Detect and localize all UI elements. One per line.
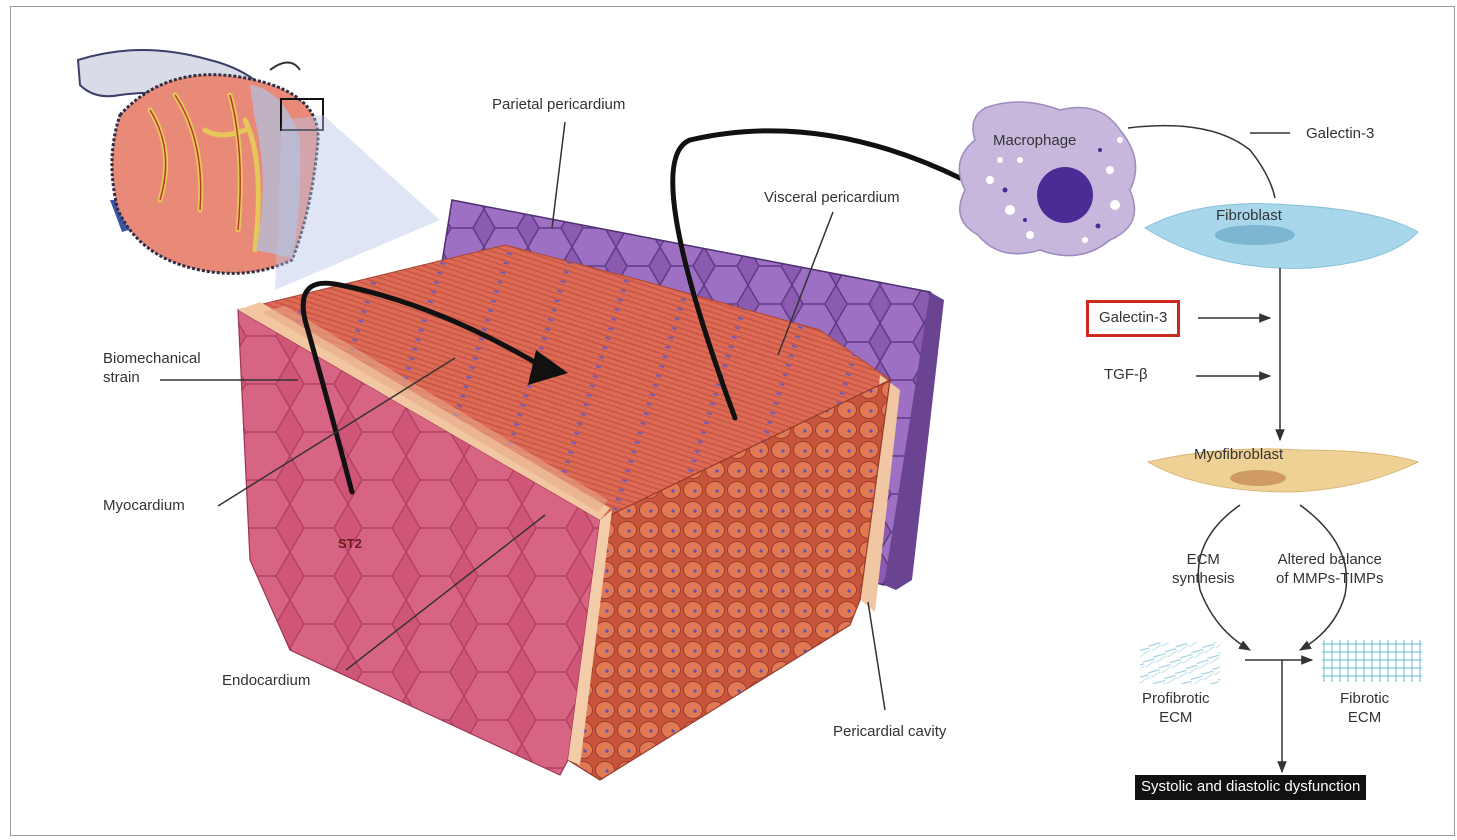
label-galectin3-top: Galectin-3	[1306, 125, 1374, 144]
fibrotic-ecm-swatch	[1322, 640, 1422, 682]
label-pericardial-cavity: Pericardial cavity	[833, 723, 946, 742]
label-fibroblast: Fibroblast	[1216, 207, 1282, 226]
label-biomechanical-strain: Biomechanical strain	[103, 350, 201, 388]
label-endocardium: Endocardium	[222, 672, 310, 691]
label-altered-balance: Altered balance of MMPs-TIMPs	[1276, 551, 1384, 589]
label-visceral-pericardium: Visceral pericardium	[764, 189, 900, 208]
label-myofibroblast: Myofibroblast	[1194, 446, 1283, 465]
label-st2: ST2	[338, 536, 362, 552]
label-profibrotic-ecm: Profibrotic ECM	[1142, 690, 1210, 728]
profibrotic-ecm-swatch	[1140, 642, 1220, 684]
label-parietal-pericardium: Parietal pericardium	[492, 96, 625, 115]
myocardium-block	[238, 245, 900, 780]
label-macrophage: Macrophage	[993, 132, 1076, 151]
label-dysfunction: Systolic and diastolic dysfunction	[1135, 775, 1366, 800]
label-tgf-beta: TGF-β	[1104, 366, 1148, 385]
label-ecm-synthesis: ECM synthesis	[1172, 551, 1235, 589]
label-fibrotic-ecm: Fibrotic ECM	[1340, 690, 1389, 728]
zoom-projection	[275, 115, 440, 290]
galectin3-release-curve	[1128, 126, 1275, 198]
label-galectin3-highlight: Galectin-3	[1086, 300, 1180, 337]
label-myocardium: Myocardium	[103, 497, 185, 516]
macrophage-cell	[959, 102, 1135, 256]
